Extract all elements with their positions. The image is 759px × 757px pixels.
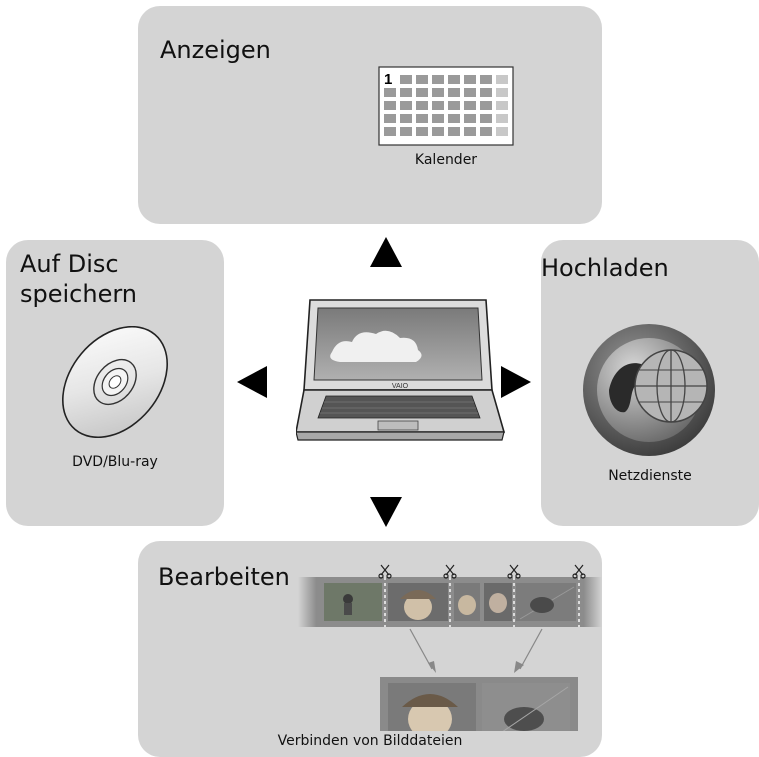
calendar-day-number: 1 bbox=[384, 71, 392, 88]
globe-icon bbox=[583, 324, 715, 456]
edit-panel: Bearbeiten bbox=[138, 541, 602, 757]
laptop-icon: VAIO bbox=[296, 299, 506, 441]
laptop-brand: VAIO bbox=[392, 383, 409, 390]
arrow-up-icon bbox=[370, 237, 402, 267]
display-panel: Anzeigen 1 Kalender bbox=[138, 6, 602, 224]
filmstrip-icon bbox=[298, 564, 602, 731]
calendar-icon: 1 bbox=[378, 66, 514, 146]
disc-title-line1: Auf Disc bbox=[20, 250, 119, 278]
scissors-icon bbox=[378, 564, 586, 579]
arrow-right-icon bbox=[501, 366, 531, 398]
upload-panel: Hochladen Netzdienste bbox=[541, 240, 759, 526]
disc-icon bbox=[62, 326, 168, 438]
display-caption: Kalender bbox=[414, 152, 478, 168]
arrow-left-icon bbox=[237, 366, 267, 398]
disc-title-line2: speichern bbox=[20, 280, 137, 308]
arrow-down-icon bbox=[370, 497, 402, 527]
edit-caption: Verbinden von Bilddateien bbox=[277, 733, 463, 749]
upload-title: Hochladen bbox=[541, 254, 669, 282]
upload-caption: Netzdienste bbox=[608, 468, 692, 484]
display-title: Anzeigen bbox=[160, 36, 271, 64]
disc-caption: DVD/Blu-ray bbox=[72, 454, 158, 470]
edit-title: Bearbeiten bbox=[158, 563, 290, 591]
disc-panel: Auf Disc speichern DVD/Blu-ray bbox=[6, 240, 224, 526]
